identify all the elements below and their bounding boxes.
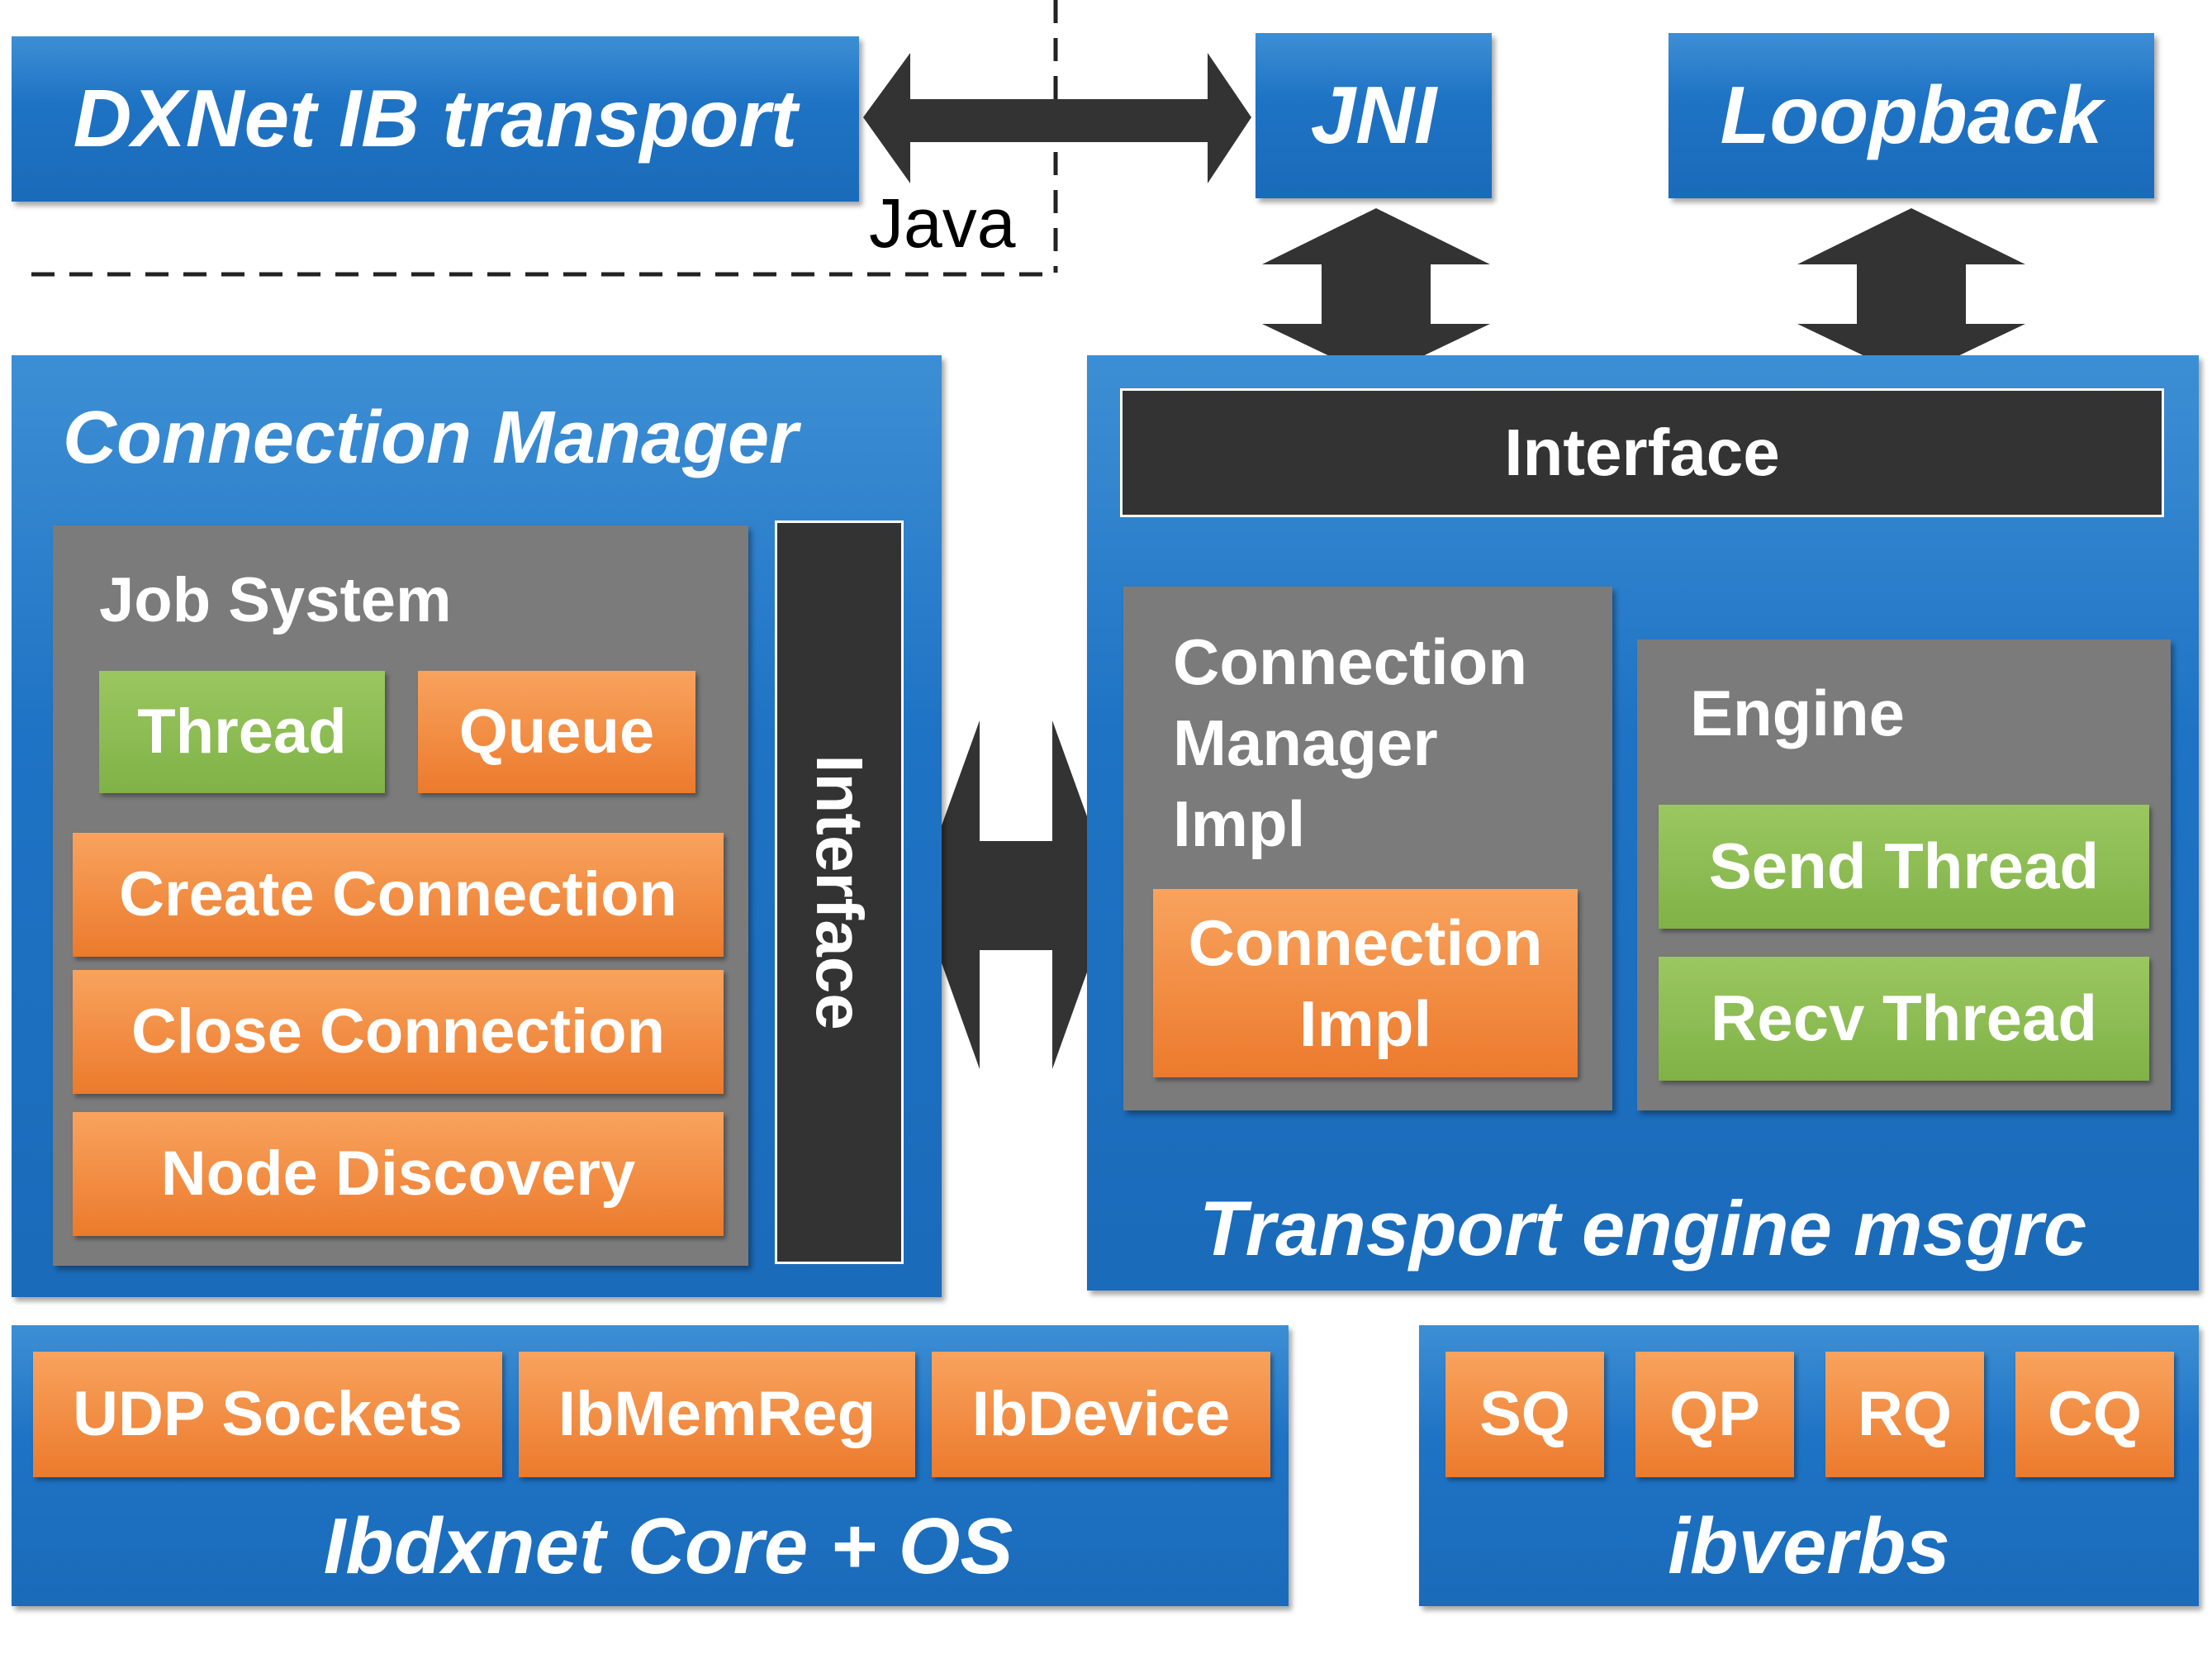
ibdevice-box: IbDevice [932, 1352, 1270, 1477]
loopback-box: Loopback [1668, 33, 2154, 198]
dxnet-jni-arrow [863, 53, 1251, 183]
core-os-title: Ibdxnet Core + OS [323, 1502, 1013, 1591]
jni-label: JNI [1310, 69, 1437, 161]
loopback-label: Loopback [1720, 69, 2103, 161]
ibmemreg-label: IbMemReg [558, 1379, 876, 1450]
cq-box: CQ [2015, 1352, 2174, 1477]
thread-box: Thread [99, 671, 385, 793]
cm-impl-title: Connection Manager Impl [1173, 621, 1527, 864]
ibmemreg-box: IbMemReg [519, 1352, 915, 1477]
cm-interface-label: Interface [802, 754, 876, 1030]
transport-engine-title: Transport engine msgrc [1199, 1185, 2087, 1272]
jni-interface-arrow [1262, 208, 1490, 378]
engine-title: Engine [1690, 677, 1906, 750]
te-interface-label: Interface [1504, 416, 1780, 490]
udp-sockets-label: UDP Sockets [73, 1379, 463, 1450]
dxnet-ib-transport-box: DXNet IB transport [12, 36, 859, 202]
thread-label: Thread [137, 696, 347, 768]
node-discovery-label: Node Discovery [160, 1138, 636, 1210]
close-connection-box: Close Connection [73, 970, 724, 1094]
cm-impl-title-line3: Impl [1173, 787, 1306, 860]
dxnet-ib-transport-label: DXNet IB transport [73, 73, 798, 164]
create-connection-label: Create Connection [119, 859, 677, 930]
send-thread-box: Send Thread [1659, 805, 2149, 929]
queue-box: Queue [418, 671, 695, 793]
qp-label: QP [1669, 1379, 1760, 1450]
node-discovery-box: Node Discovery [73, 1112, 724, 1236]
close-connection-label: Close Connection [131, 996, 666, 1067]
job-system-title: Job System [99, 565, 452, 636]
ibverbs-title: ibverbs [1668, 1502, 1950, 1591]
java-label: Java [869, 184, 1016, 262]
cm-transport-arrow [917, 720, 1115, 1069]
connection-impl-box: Connection Impl [1153, 889, 1578, 1077]
connection-manager-title: Connection Manager [63, 396, 799, 479]
cm-impl-title-line2: Manager [1173, 706, 1438, 779]
create-connection-box: Create Connection [73, 833, 724, 957]
ibdevice-label: IbDevice [971, 1379, 1231, 1450]
send-thread-label: Send Thread [1708, 830, 2100, 903]
recv-thread-label: Recv Thread [1710, 982, 2098, 1055]
te-interface-bar: Interface [1120, 388, 2164, 517]
rq-box: RQ [1825, 1352, 1984, 1477]
queue-label: Queue [458, 696, 655, 768]
sq-box: SQ [1445, 1352, 1604, 1477]
qp-box: QP [1635, 1352, 1794, 1477]
sq-label: SQ [1479, 1379, 1570, 1450]
cq-label: CQ [2048, 1379, 2142, 1450]
loopback-interface-arrow [1797, 208, 2025, 378]
rq-label: RQ [1858, 1379, 1952, 1450]
cm-impl-title-line1: Connection [1173, 625, 1527, 698]
connection-impl-line1: Connection [1188, 906, 1543, 979]
udp-sockets-box: UDP Sockets [33, 1352, 502, 1477]
cm-interface-bar [775, 521, 904, 1264]
jni-box: JNI [1256, 33, 1492, 198]
connection-impl-line2: Impl [1298, 987, 1432, 1060]
recv-thread-box: Recv Thread [1659, 957, 2149, 1081]
